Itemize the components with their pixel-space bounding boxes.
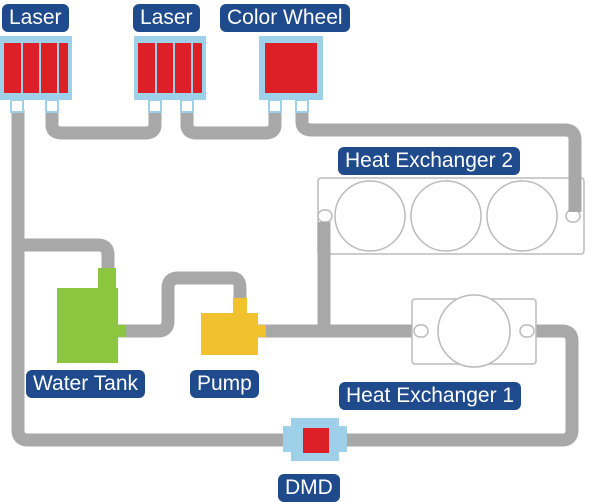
laser-2-unit <box>134 36 206 113</box>
heat-exchanger-2 <box>317 177 585 255</box>
water-tank-unit <box>57 268 126 363</box>
color-wheel-unit <box>259 36 323 113</box>
label-dmd: DMD <box>278 474 340 502</box>
label-pump: Pump <box>190 370 259 398</box>
label-color-wheel: Color Wheel <box>220 4 350 32</box>
pipe-left-main <box>11 110 290 447</box>
label-laser-2: Laser <box>133 4 200 32</box>
label-heat-exchanger-2: Heat Exchanger 2 <box>338 147 521 175</box>
heat-exchanger-1 <box>411 294 537 368</box>
pipe-left-to-tank <box>18 238 115 275</box>
pipe-laser2-to-colorwheel <box>180 110 282 140</box>
dmd-unit <box>283 418 347 461</box>
pipe-hx1-to-dmd <box>345 324 579 447</box>
pump-unit <box>201 298 266 355</box>
pipe-tank-to-pump <box>118 271 247 338</box>
pipe-laser1-to-laser2 <box>45 110 162 140</box>
pipe-colorwheel-to-hx2 <box>295 110 582 212</box>
laser-1-unit <box>0 36 72 113</box>
pipes <box>11 110 582 447</box>
label-laser-1: Laser <box>2 4 69 32</box>
label-heat-exchanger-1: Heat Exchanger 1 <box>339 382 522 410</box>
label-water-tank: Water Tank <box>26 370 146 398</box>
